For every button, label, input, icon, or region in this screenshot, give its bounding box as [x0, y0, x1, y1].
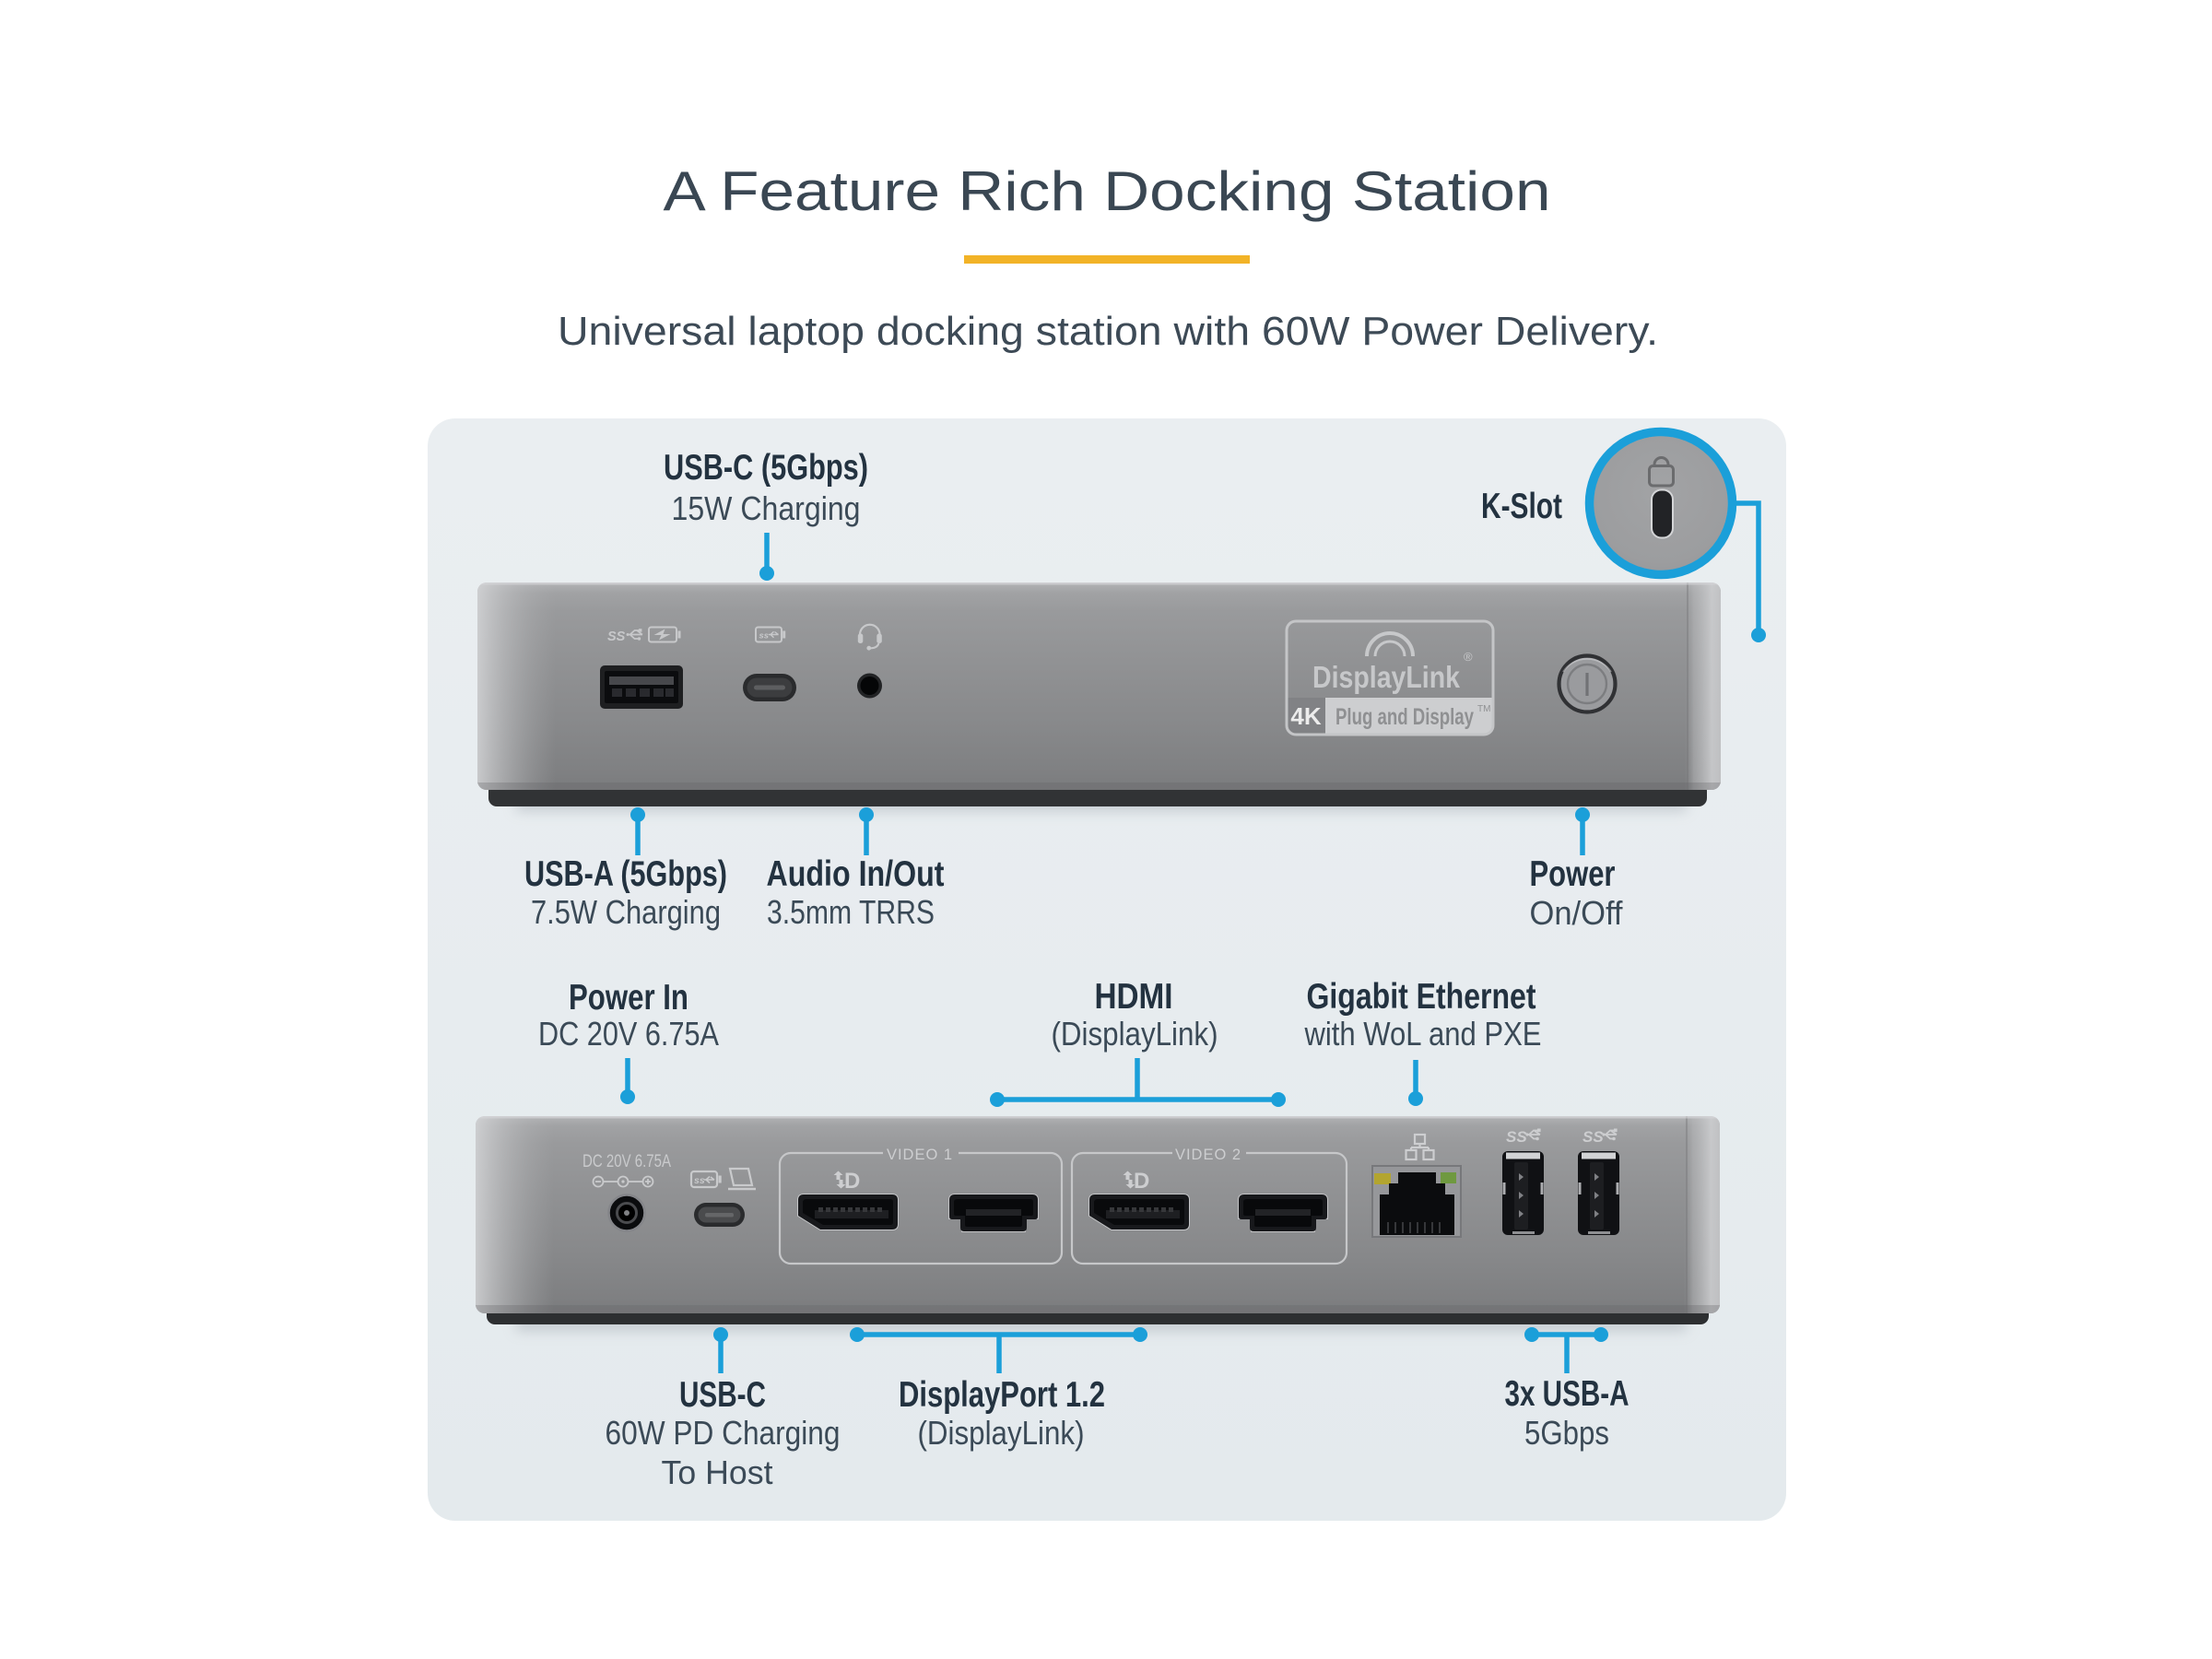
svg-text:®: ®	[1464, 650, 1473, 664]
svg-text:(DisplayLink): (DisplayLink)	[918, 1414, 1085, 1452]
svg-text:DC 20V 6.75A: DC 20V 6.75A	[538, 1015, 719, 1053]
svg-text:Audio In/Out: Audio In/Out	[767, 854, 945, 894]
svg-text:DisplayLink: DisplayLink	[1312, 660, 1461, 694]
svg-text:3x USB-A: 3x USB-A	[1505, 1374, 1630, 1414]
svg-text:D: D	[1134, 1169, 1149, 1194]
svg-text:Plug and Display: Plug and Display	[1335, 704, 1474, 730]
svg-text:HDMI: HDMI	[1095, 977, 1173, 1017]
svg-text:5Gbps: 5Gbps	[1524, 1414, 1609, 1452]
svg-text:with WoL and PXE: with WoL and PXE	[1304, 1015, 1542, 1053]
svg-text:VIDEO 1: VIDEO 1	[887, 1147, 953, 1163]
svg-text:USB-C: USB-C	[679, 1375, 766, 1415]
svg-text:D: D	[844, 1169, 860, 1194]
svg-text:DC 20V 6.75A: DC 20V 6.75A	[582, 1152, 671, 1171]
svg-text:3.5mm TRRS: 3.5mm TRRS	[767, 893, 935, 931]
svg-text:15W Charging: 15W Charging	[672, 489, 861, 527]
svg-text:4K: 4K	[1290, 702, 1321, 730]
svg-text:DisplayPort 1.2: DisplayPort 1.2	[899, 1375, 1105, 1415]
svg-text:USB-C (5Gbps): USB-C (5Gbps)	[664, 448, 868, 488]
svg-text:A Feature Rich Docking Station: A Feature Rich Docking Station	[664, 160, 1551, 222]
svg-text:Gigabit Ethernet: Gigabit Ethernet	[1307, 977, 1536, 1017]
svg-text:ss: ss	[759, 631, 770, 641]
svg-text:Universal laptop docking stati: Universal laptop docking station with 60…	[558, 309, 1658, 354]
svg-text:(DisplayLink): (DisplayLink)	[1052, 1015, 1218, 1053]
svg-text:VIDEO 2: VIDEO 2	[1175, 1147, 1241, 1163]
svg-text:K-Slot: K-Slot	[1481, 487, 1562, 526]
svg-text:To Host: To Host	[662, 1453, 773, 1491]
svg-text:On/Off: On/Off	[1530, 894, 1624, 932]
svg-text:60W PD Charging: 60W PD Charging	[606, 1414, 841, 1452]
svg-text:ss: ss	[694, 1175, 705, 1186]
svg-text:SS: SS	[1583, 1128, 1604, 1146]
svg-text:Power: Power	[1530, 854, 1616, 894]
svg-text:USB-A (5Gbps): USB-A (5Gbps)	[524, 854, 727, 894]
svg-text:7.5W Charging: 7.5W Charging	[531, 893, 721, 931]
svg-text:Power In: Power In	[569, 978, 688, 1018]
svg-text:SS: SS	[1506, 1128, 1527, 1146]
svg-text:SS: SS	[607, 629, 626, 644]
svg-text:TM: TM	[1477, 704, 1490, 714]
